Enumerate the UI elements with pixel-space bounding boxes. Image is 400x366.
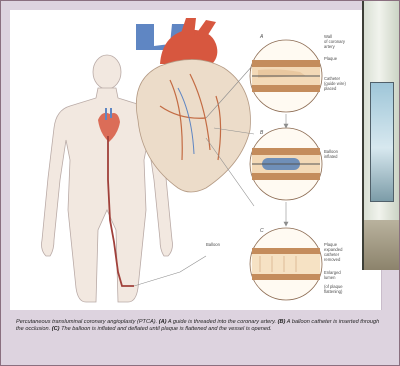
caption-a-tag: (A) <box>159 319 167 325</box>
panel-letter-b: B <box>260 130 264 136</box>
artery-panel-c <box>250 228 322 300</box>
label-artery: artery <box>324 44 336 49</box>
caption-lead: Percutaneous transluminal coronary angio… <box>16 319 157 325</box>
artery-panel-a <box>250 40 322 112</box>
monitor-screen <box>370 82 394 202</box>
ptca-illustration: A B C Wall of coronary artery Plaque Cat… <box>10 10 362 310</box>
label-removed: removed <box>324 257 341 262</box>
label-flattening: flattening) <box>324 289 343 294</box>
caption-c-text: The balloon is inflated and deflated unt… <box>61 326 272 332</box>
panel-letter-a: A <box>259 34 264 40</box>
label-inflated: inflated <box>324 154 338 159</box>
cropped-photo <box>362 0 400 270</box>
monitor-base <box>364 220 400 270</box>
caption-b-tag: (B) <box>278 319 286 325</box>
panel-letter-c: C <box>260 228 264 234</box>
artery-panel-b <box>250 128 322 200</box>
label-insertion-balloon: Balloon <box>206 242 221 247</box>
label-plaque: Plaque <box>324 56 338 61</box>
label-placed: placed <box>324 86 337 91</box>
caption-a-text: A guide is threaded into the coronary ar… <box>168 319 276 325</box>
caption-c-tag: (C) <box>52 326 60 332</box>
figure-caption: Percutaneous transluminal coronary angio… <box>16 319 386 334</box>
label-lumen: lumen <box>324 275 336 280</box>
